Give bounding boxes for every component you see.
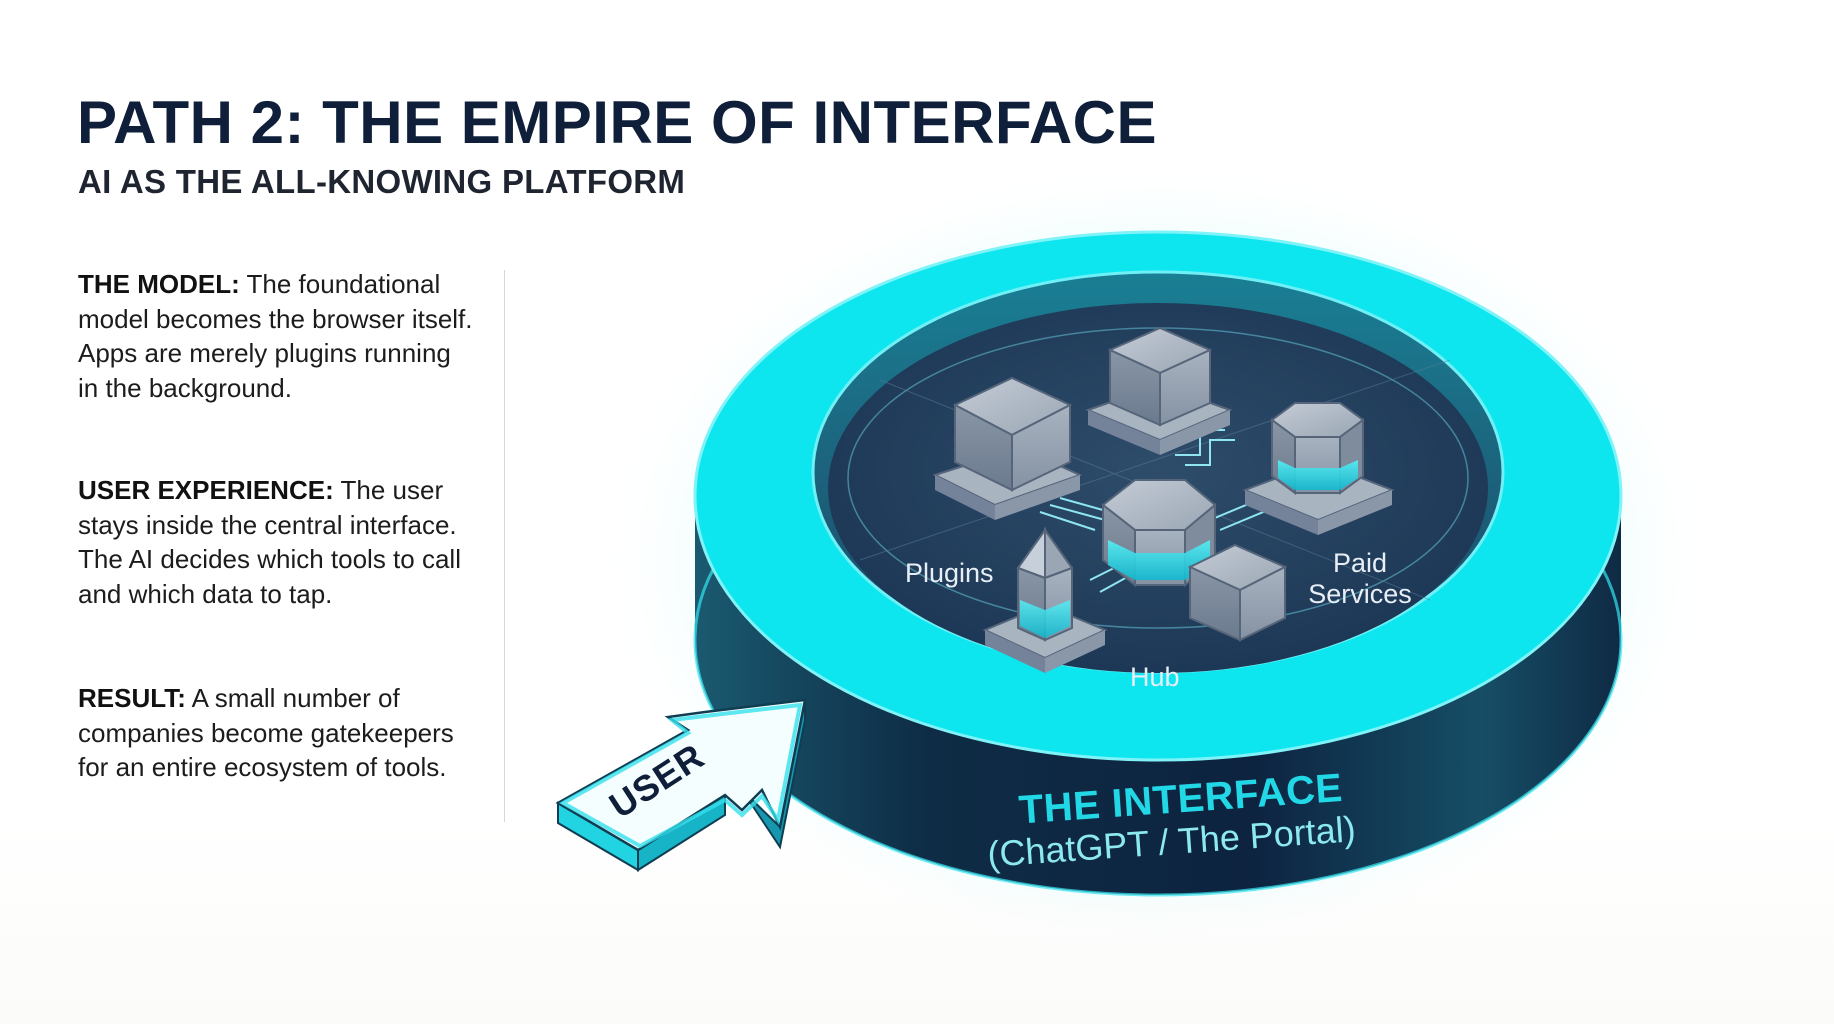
vertical-divider bbox=[504, 270, 505, 822]
paid-services-label-line2: Services bbox=[1308, 579, 1412, 609]
user-arrow[interactable] bbox=[555, 698, 807, 872]
plugins-label: Plugins bbox=[905, 558, 994, 588]
section-heading: USER EXPERIENCE: bbox=[78, 475, 334, 505]
hub-node bbox=[1101, 479, 1217, 588]
paid-services-label: Paid Services bbox=[1290, 548, 1430, 610]
section-text: The foundational model becomes the brows… bbox=[78, 269, 473, 403]
connector-lines bbox=[1039, 429, 1281, 593]
section-heading: RESULT: bbox=[78, 683, 186, 713]
section-text: The user stays inside the central interf… bbox=[78, 475, 461, 609]
section-user-experience: USER EXPERIENCE: The user stays inside t… bbox=[78, 473, 478, 611]
section-heading: THE MODEL: bbox=[78, 269, 240, 299]
section-the-model: THE MODEL: The foundational model become… bbox=[78, 267, 478, 405]
paid-services-node bbox=[1242, 402, 1395, 535]
section-text: A small number of companies become gatek… bbox=[78, 683, 454, 782]
page-subtitle: AI AS THE ALL-KNOWING PLATFORM bbox=[78, 163, 686, 200]
service-cube-node bbox=[1085, 326, 1233, 455]
plugin-cube-node bbox=[932, 376, 1083, 520]
section-result: RESULT: A small number of companies beco… bbox=[78, 681, 478, 785]
plugins-crystal-node bbox=[982, 526, 1108, 673]
hub-label: Hub bbox=[1130, 662, 1180, 692]
paid-services-label-line1: Paid bbox=[1332, 548, 1388, 578]
page-title: PATH 2: THE EMPIRE OF INTERFACE bbox=[77, 89, 1158, 156]
tool-cube-node bbox=[1187, 543, 1288, 642]
